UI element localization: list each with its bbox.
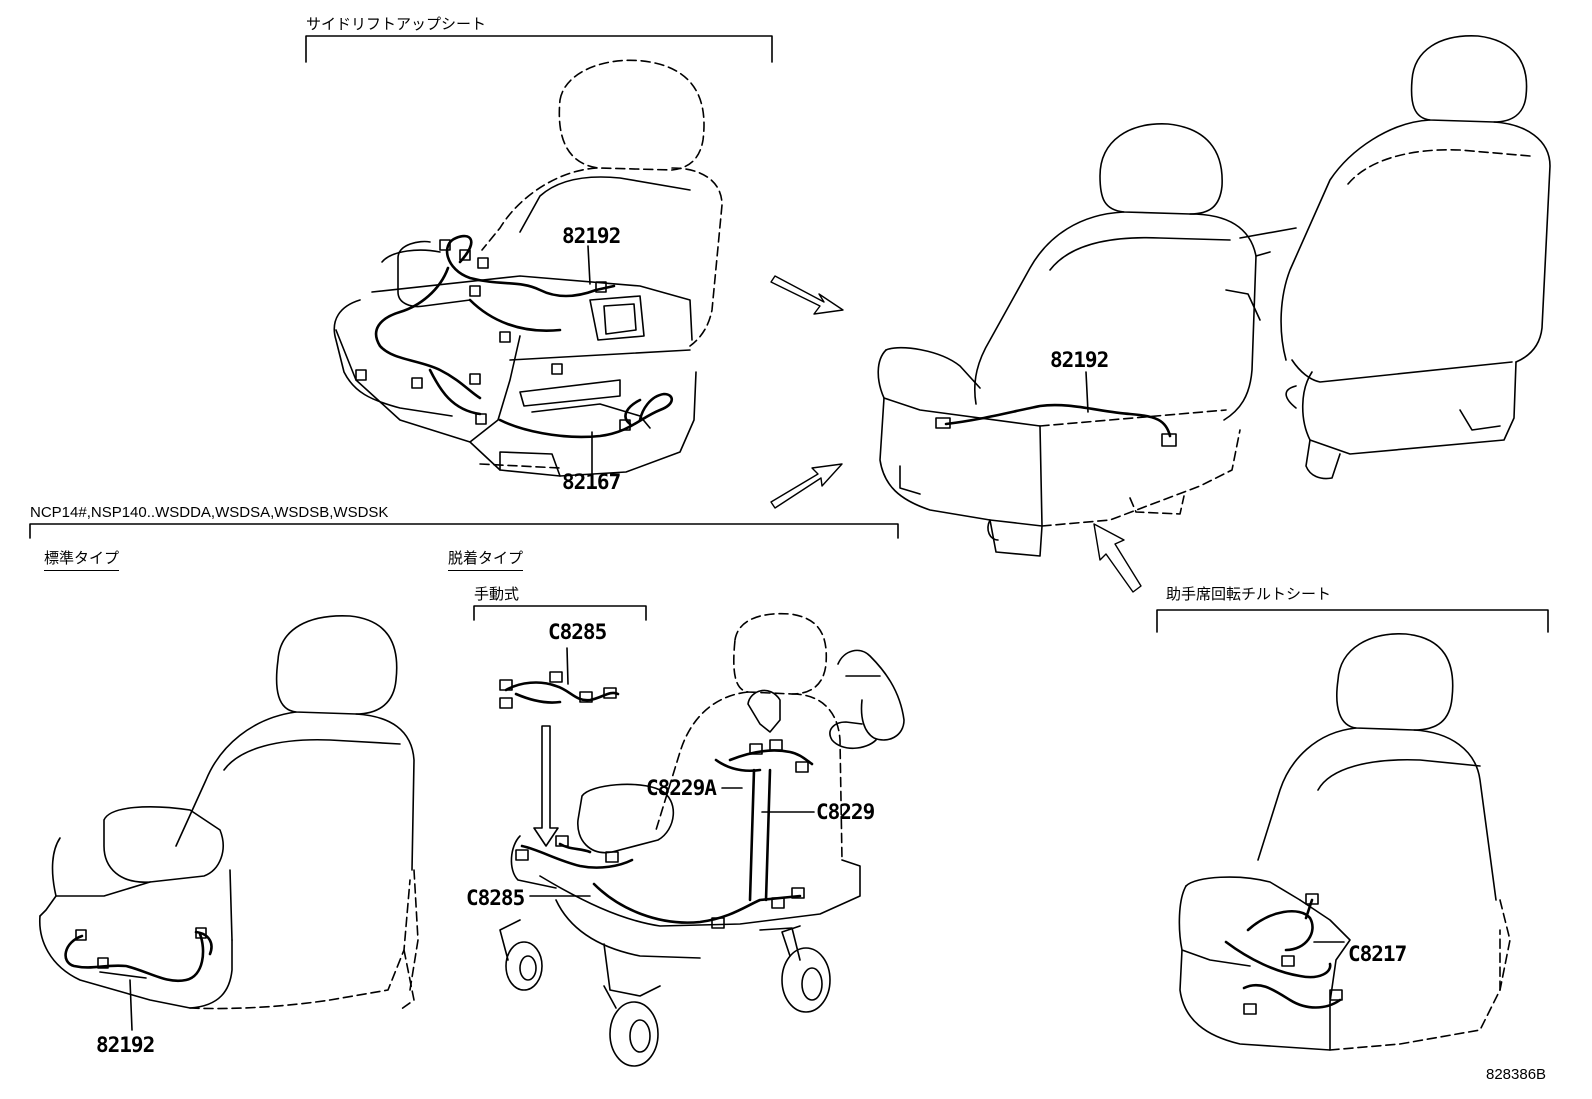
callout-manual-connector-bottom: C8285 xyxy=(466,886,525,910)
side-lift-up-seat xyxy=(333,59,723,477)
header-standard-type: 標準タイプ xyxy=(44,551,120,571)
arrow-lower-icon xyxy=(770,463,843,509)
header-passenger-swivel-tilt-seat: 助手席回転チルトシート xyxy=(1166,585,1332,603)
arrow-upper-icon xyxy=(770,275,844,315)
rear-seat-assembly xyxy=(877,35,1551,557)
callout-top-seat-harness: 82192 xyxy=(562,224,621,248)
header-side-lift-up-seat: サイドリフトアップシート xyxy=(306,15,487,33)
detachable-manual-seat xyxy=(499,612,905,1067)
group-brackets xyxy=(29,35,1549,633)
standard-type-seat xyxy=(39,615,419,1031)
callout-backrest-connector-a: C8229A xyxy=(646,776,717,800)
callout-swivel-seat-connector: C8217 xyxy=(1348,942,1407,966)
callout-standard-seat-harness: 82192 xyxy=(96,1033,155,1057)
down-arrow-icon xyxy=(533,725,559,847)
callout-rear-seat-harness: 82192 xyxy=(1050,348,1109,372)
header-detachable-type: 脱着タイプ xyxy=(448,551,524,571)
callout-backrest-connector: C8229 xyxy=(816,800,875,824)
callout-top-seat-base-harness: 82167 xyxy=(562,470,621,494)
callout-manual-connector-top: C8285 xyxy=(548,620,607,644)
arrow-bottom-icon xyxy=(1093,523,1142,593)
swivel-tilt-seat xyxy=(1178,633,1511,1051)
header-manual-type: 手動式 xyxy=(474,585,520,603)
header-model-codes: NCP14#,NSP140..WSDDA,WSDSA,WSDSB,WSDSK xyxy=(30,504,389,521)
illustration-code: 828386B xyxy=(1486,1066,1547,1083)
flow-arrows xyxy=(770,275,1142,593)
